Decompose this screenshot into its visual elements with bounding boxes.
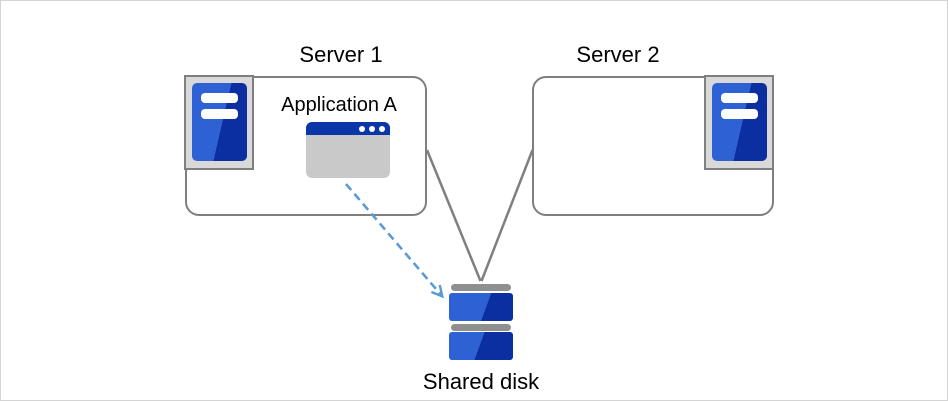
window-dot-icon [368,125,375,132]
disk-middle-bar [451,323,511,331]
tower-slot-bar [200,93,238,103]
server2-label: Server 2 [576,42,660,67]
tower-slot-bar [200,109,238,119]
window-titlebar [306,122,390,135]
connector-line-server2-disk [480,149,534,282]
server-tower-glyph [191,83,247,161]
application-window-icon [306,122,390,178]
disk-platter [449,332,513,360]
shared-disk-label: Shared disk [422,369,540,394]
server2-tower-icon [703,75,774,170]
application-a-label: Application A [281,94,397,116]
disk-platter [449,293,513,321]
tower-slot-bar [720,109,758,119]
connector-line-server1-disk [425,149,482,282]
disk-top-bar [451,284,511,291]
server1-label: Server 1 [299,42,383,67]
server-tower-glyph [711,83,767,161]
window-dot-icon [358,125,365,132]
tower-slot-bar [720,93,758,103]
window-dot-icon [378,125,385,132]
server1-tower-icon [183,75,254,170]
